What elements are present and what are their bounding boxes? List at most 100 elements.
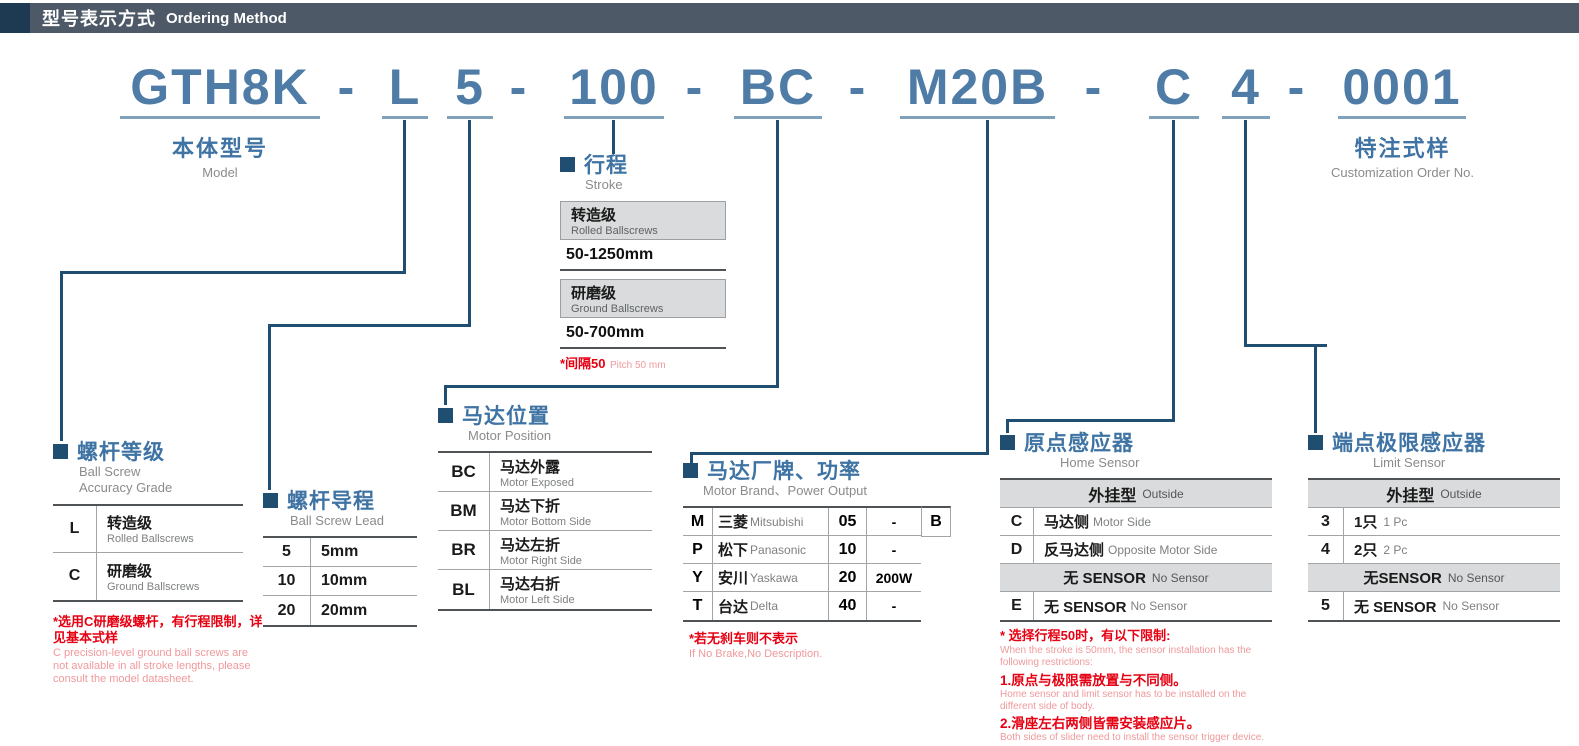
home-sensor-desc-cn: 马达侧 — [1044, 514, 1090, 532]
motor-brand-name-cn: 三菱 — [718, 514, 749, 532]
customization-label-en: Customization Order No. — [1330, 165, 1475, 180]
motor-position-code: BM — [438, 492, 490, 531]
home-sensor-note-3-cn: 2.滑座左右两侧皆需安装感应片。 — [1000, 715, 1201, 731]
table-row: Y 安川 Yaskawa 20 200W — [683, 564, 921, 593]
table-row: 5 无 SENSOR No Sensor — [1308, 592, 1560, 621]
motor-brand-name: 台达 Delta — [713, 592, 829, 621]
limit-sensor-code: 4 — [1308, 536, 1344, 564]
model-code-hyphen: - — [1084, 59, 1102, 115]
model-segment-body: GTH8K — [120, 57, 320, 119]
accuracy-table: L 转造级 Rolled Ballscrews C 研磨级 Ground Bal… — [53, 503, 243, 602]
section-bullet-icon — [263, 492, 278, 508]
section-bullet-icon — [1000, 434, 1015, 450]
model-segment-accuracy: L — [382, 57, 428, 119]
table-row: BC 马达外露 Motor Exposed — [438, 453, 652, 493]
stroke-title: 行程 — [560, 151, 726, 177]
motor-position-table: BC 马达外露 Motor Exposed BM 马达下折 Motor Bott… — [438, 451, 652, 612]
accuracy-desc: 转造级 Rolled Ballscrews — [97, 512, 194, 545]
motor-brand-note: *若无刹车则不表示 If No Brake,No Description. — [683, 631, 963, 661]
lead-code: 20 — [263, 596, 311, 626]
motor-brand-name: 松下 Panasonic — [713, 536, 829, 564]
page-title-en: Ordering Method — [166, 9, 287, 27]
model-segment-limit-sensor: 4 — [1222, 57, 1270, 119]
accuracy-title-en-1: Ball Screw — [79, 464, 141, 479]
motor-position-desc-cn: 马达外露 — [500, 458, 561, 476]
motor-brand-name-en: Mitsubishi — [750, 514, 804, 529]
home-sensor-desc-cn: 反马达侧 — [1044, 542, 1105, 560]
limit-sensor-desc-en: 2 Pc — [1383, 542, 1408, 557]
home-sensor-type-cn: 外挂型 — [1088, 487, 1137, 505]
table-row: E 无 SENSOR No Sensor — [1000, 592, 1272, 621]
lead-title-cn: 螺杆导程 — [287, 490, 375, 513]
home-sensor-note-3-en: Both sides of slider need to install the… — [1000, 732, 1265, 744]
motor-position-desc-cn: 马达左折 — [500, 536, 561, 554]
limit-sensor-desc: 1只 1 Pc — [1344, 511, 1407, 532]
connector-line — [1314, 344, 1317, 433]
motor-position-code: BR — [438, 531, 490, 570]
section-motor-brand-power: 马达厂牌、功率 Motor Brand、Power Output M 三菱 Mi… — [683, 457, 963, 661]
section-bullet-icon — [1308, 434, 1323, 450]
motor-position-desc-en: Motor Bottom Side — [500, 515, 592, 528]
home-sensor-desc: 马达侧 Motor Side — [1034, 511, 1151, 532]
model-segment-motor-power: M20B — [900, 57, 1055, 119]
model-code-hyphen: - — [337, 59, 355, 115]
connector-line — [1006, 419, 1175, 422]
motor-brand-code: P — [683, 536, 713, 564]
motor-brand-title-en: Motor Brand、Power Output — [703, 483, 868, 498]
stroke-pitch-note-cn: *间隔50 — [560, 356, 606, 372]
motor-brand-name-cn: 松下 — [718, 542, 749, 560]
motor-brake-code: B — [921, 506, 951, 538]
home-sensor-notes: * 选择行程50时，有以下限制: When the stroke is 50mm… — [1000, 628, 1272, 744]
lead-title: 螺杆导程 — [263, 487, 417, 513]
table-row: 无 SENSOR No Sensor — [1000, 564, 1272, 593]
lead-table: 5 5mm 10 10mm 20 20mm — [263, 536, 417, 628]
home-sensor-note-2-en: Home sensor and limit sensor has to be i… — [1000, 689, 1247, 713]
motor-position-desc-en: Motor Left Side — [500, 594, 575, 607]
stroke-rolled-cn: 转造级 — [571, 207, 617, 225]
motor-position-desc: 马达外露 Motor Exposed — [490, 456, 574, 489]
connector-line — [690, 452, 989, 455]
accuracy-desc-en: Rolled Ballscrews — [107, 533, 194, 545]
accuracy-title: 螺杆等级 — [53, 438, 243, 464]
home-sensor-title: 原点感应器 — [1000, 429, 1272, 455]
motor-position-desc-en: Motor Exposed — [500, 476, 574, 489]
accuracy-note-cn: *选用C研磨级螺杆，有行程限制，详见基本式样 — [53, 613, 263, 646]
home-sensor-note-1-en: When the stroke is 50mm, the sensor inst… — [1000, 645, 1252, 668]
home-sensor-note-2-cn: 1.原点与极限需放置与不同侧。 — [1000, 672, 1187, 688]
connector-line — [986, 120, 989, 455]
table-row: T 台达 Delta 40 - — [683, 592, 921, 621]
section-bullet-icon — [560, 156, 575, 172]
limit-sensor-desc-cn: 2只 — [1354, 542, 1378, 560]
table-row: BL 马达右折 Motor Left Side — [438, 570, 652, 610]
table-row: BR 马达左折 Motor Right Side — [438, 531, 652, 571]
limit-sensor-desc: 2只 2 Pc — [1344, 539, 1407, 560]
motor-brand-note-cn: *若无刹车则不表示 — [689, 631, 799, 647]
connector-line — [444, 385, 447, 405]
motor-brand-code: Y — [683, 564, 713, 592]
motor-position-desc: 马达下折 Motor Bottom Side — [490, 495, 591, 528]
table-row: C 研磨级 Ground Ballscrews — [53, 552, 243, 600]
table-row: BM 马达下折 Motor Bottom Side — [438, 492, 652, 532]
connector-line — [444, 385, 779, 388]
limit-sensor-desc: 无 SENSOR No Sensor — [1344, 596, 1499, 617]
motor-power-value: 200W — [875, 569, 913, 586]
table-row: P 松下 Panasonic 10 - — [683, 536, 921, 565]
stroke-title-cn: 行程 — [584, 154, 628, 177]
table-row: 10 10mm — [263, 567, 417, 597]
connector-line — [403, 120, 406, 274]
limit-sensor-code: 5 — [1308, 592, 1344, 621]
home-sensor-desc: 无 SENSOR No Sensor — [1034, 596, 1187, 617]
home-sensor-note-1-cn: * 选择行程50时，有以下限制: — [1000, 628, 1171, 644]
motor-position-code: BL — [438, 570, 490, 610]
connector-line — [468, 120, 471, 327]
motor-brand-title-cn: 马达厂牌、功率 — [707, 460, 861, 483]
table-row: C 马达侧 Motor Side — [1000, 508, 1272, 537]
motor-power-code: 40 — [829, 592, 867, 621]
limit-sensor-desc-cn: 无 SENSOR — [1354, 598, 1437, 616]
motor-position-title-cn: 马达位置 — [462, 405, 550, 428]
limit-sensor-type-en: Outside — [1440, 486, 1482, 501]
stroke-rolled-box: 转造级 Rolled Ballscrews — [560, 201, 726, 241]
model-label-cn: 本体型号 — [171, 136, 268, 161]
limit-sensor-title: 端点极限感应器 — [1308, 429, 1560, 455]
